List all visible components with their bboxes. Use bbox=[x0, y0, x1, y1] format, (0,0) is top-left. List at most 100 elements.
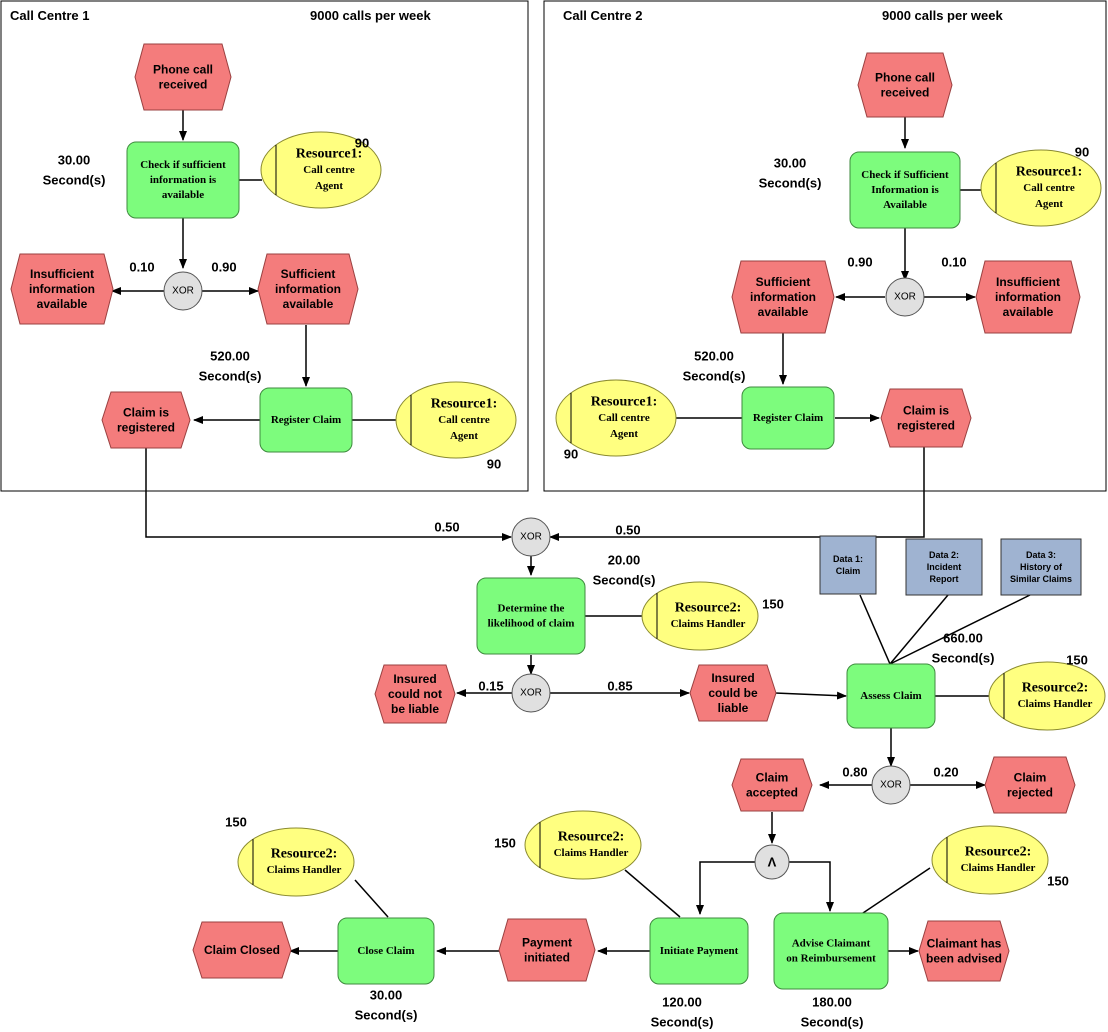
data-history-label-line: Data 3: bbox=[1026, 550, 1056, 560]
determine-resource-count-line: 150 bbox=[762, 597, 784, 612]
cc1-prob-insufficient-line: 0.10 bbox=[129, 260, 154, 275]
cc1-check-time-line: 30.00 bbox=[58, 153, 91, 168]
cc1-register-resource-count: 90 bbox=[487, 457, 501, 472]
merge-prob-1: 0.50 bbox=[434, 520, 459, 535]
cc2-check-label-line: Call centre bbox=[1023, 182, 1075, 194]
close-claim-label-line: Close Claim bbox=[357, 945, 414, 957]
prob-liable-line: 0.85 bbox=[607, 679, 632, 694]
cc1-check-time-line: Second(s) bbox=[43, 173, 106, 188]
insured-not-liable-label-line: Insured bbox=[393, 672, 436, 686]
cc1-check-info-function bbox=[126, 141, 240, 219]
advise-claimant-function bbox=[773, 912, 889, 990]
cc2-claim-registered-label-line: registered bbox=[897, 419, 955, 433]
cc2-check-resource bbox=[980, 149, 1102, 227]
data-claim-label-line: Claim bbox=[836, 566, 861, 576]
cc2-phone-call-event bbox=[857, 52, 953, 118]
cc2-check-time-line: Second(s) bbox=[759, 176, 822, 191]
data-incident-report-label-line: Report bbox=[930, 574, 959, 584]
pay-resource-count-line: 150 bbox=[494, 836, 516, 851]
advise-time-line: 180.00 bbox=[812, 995, 852, 1010]
cc2-prob-insufficient-line: 0.10 bbox=[941, 255, 966, 270]
data-claim-data-object bbox=[819, 535, 877, 595]
cc2-check-info-function bbox=[849, 151, 961, 229]
data-incident-report-label-line: Data 2: bbox=[929, 550, 959, 560]
insured-not-liable-label-line: be liable bbox=[391, 702, 439, 716]
cc2-check-time-line: 30.00 bbox=[774, 156, 807, 171]
insured-not-liable-event bbox=[374, 664, 456, 724]
prob-accepted-line: 0.80 bbox=[842, 765, 867, 780]
advise-resource bbox=[931, 825, 1049, 895]
initiate-payment-label-line: Initiate Payment bbox=[660, 945, 739, 957]
cc2-register-claim-function bbox=[741, 386, 835, 450]
cc2-prob-sufficient: 0.90 bbox=[847, 255, 872, 270]
cc1-check-resource bbox=[260, 131, 382, 209]
cc1-check-label-line: Call centre bbox=[303, 164, 355, 176]
cc2-insufficient-label-line: Insufficient bbox=[996, 275, 1060, 289]
cc2-xor-connector bbox=[885, 277, 925, 317]
assess-claim-label-line: Assess Claim bbox=[860, 690, 921, 702]
insured-liable-label-line: Insured bbox=[711, 671, 754, 685]
claimant-advised-label-line: Claimant has bbox=[927, 937, 1002, 951]
cc2-register-label-line: Call centre bbox=[598, 412, 650, 424]
determine-time-line: 20.00 bbox=[608, 553, 641, 568]
cc1-register-resource-count-line: 90 bbox=[487, 457, 501, 472]
cc1-register-label-line: Call centre bbox=[438, 414, 490, 426]
claim-rejected-label-line: Claim bbox=[1014, 771, 1047, 785]
prob-not-liable: 0.15 bbox=[478, 679, 503, 694]
assess-time-line: 660.00 bbox=[943, 631, 983, 646]
cc1-register-resource bbox=[395, 381, 517, 459]
advise-claimant-label-line: Advise Claimant bbox=[792, 938, 871, 950]
insured-liable-label-line: liable bbox=[718, 701, 749, 715]
cc2-check-label-line: Agent bbox=[1035, 198, 1063, 210]
cc1-register-claim-label-line: Register Claim bbox=[271, 414, 341, 426]
pay-resource bbox=[524, 810, 642, 880]
close-resource-count: 150 bbox=[225, 815, 247, 830]
determine-likelihood-label-line: likelihood of claim bbox=[488, 618, 575, 630]
data-incident-report-data-object bbox=[905, 538, 983, 596]
cc1-xor-connector-label: XOR bbox=[172, 286, 194, 297]
cc2-xor-connector-label: XOR bbox=[894, 292, 916, 303]
cc1-check-label-line: Agent bbox=[315, 180, 343, 192]
payment-initiated-label-line: Payment bbox=[522, 936, 572, 950]
call-centre-2-title: Call Centre 2 bbox=[563, 8, 642, 23]
claimant-advised-event bbox=[918, 920, 1010, 982]
advise-time-line: Second(s) bbox=[801, 1015, 864, 1030]
claim-accepted-event bbox=[731, 758, 813, 812]
insured-not-liable-label-line: could not bbox=[388, 687, 442, 701]
cc1-claim-registered-event bbox=[101, 391, 191, 449]
cc1-register-claim-function bbox=[259, 387, 353, 453]
pay-label: Resource2:Claims Handler bbox=[554, 830, 629, 860]
cc1-phone-call-event bbox=[134, 43, 232, 111]
cc1-prob-sufficient: 0.90 bbox=[211, 260, 236, 275]
determine-resource bbox=[641, 581, 759, 651]
prob-not-liable-line: 0.15 bbox=[478, 679, 503, 694]
cc1-insufficient-label-line: Insufficient bbox=[30, 267, 94, 281]
cc2-register-label-line: Agent bbox=[610, 428, 638, 440]
determine-likelihood-function bbox=[476, 577, 586, 655]
cc2-register-resource-count: 90 bbox=[564, 447, 578, 462]
call-centre-1-title: Call Centre 1 bbox=[10, 8, 89, 23]
data-history-data-object bbox=[1000, 538, 1082, 596]
close-claim-function bbox=[337, 917, 435, 985]
advise-resource-count: 150 bbox=[1047, 874, 1069, 889]
merge-prob-2-line: 0.50 bbox=[615, 523, 640, 538]
prob-rejected-line: 0.20 bbox=[933, 765, 958, 780]
determine-time-line: Second(s) bbox=[593, 573, 656, 588]
cc1-check-info-label-line: available bbox=[162, 189, 204, 201]
cc1-prob-insufficient: 0.10 bbox=[129, 260, 154, 275]
cc2-sufficient-label-line: information bbox=[750, 290, 816, 304]
cc1-claim-registered-label-line: registered bbox=[117, 421, 175, 435]
cc2-check-info-label-line: Check if Sufficient bbox=[861, 169, 949, 181]
determine-resource-count: 150 bbox=[762, 597, 784, 612]
cc1-check-info-label-line: information is bbox=[150, 174, 217, 186]
